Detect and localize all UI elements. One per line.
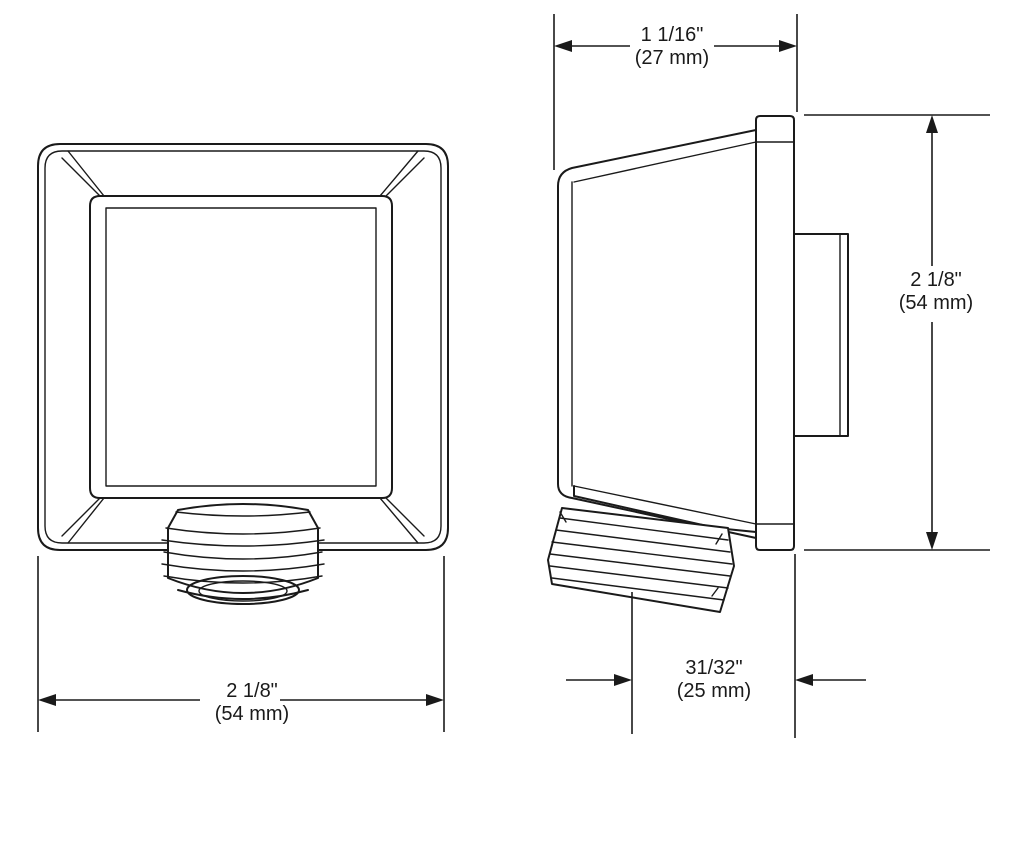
thread-length-metric: (25 mm) (677, 680, 751, 702)
side-height-metric: (54 mm) (899, 292, 973, 314)
front-outer-frame (37, 143, 449, 551)
thread-length-dimension: 31/32" (25 mm) (566, 554, 866, 738)
front-view (37, 143, 449, 605)
side-view (547, 115, 849, 613)
thread-length-imperial: 31/32" (685, 657, 742, 679)
front-outer-rim (44, 150, 442, 544)
side-flange-plate (755, 115, 795, 551)
side-mounting-block (793, 233, 849, 437)
front-width-metric: (54 mm) (215, 703, 289, 725)
side-height-imperial: 2 1/8" (910, 269, 962, 291)
side-threaded-outlet (547, 507, 735, 613)
side-depth-dimension: 1 1/16" (27 mm) (553, 14, 798, 170)
side-height-dimension: 2 1/8" (54 mm) (804, 114, 990, 551)
side-depth-imperial: 1 1/16" (641, 24, 704, 46)
side-depth-metric: (27 mm) (635, 47, 709, 69)
side-tapered-body (557, 129, 757, 539)
front-inner-face (89, 195, 393, 499)
front-width-dimension: 2 1/8" (54 mm) (37, 556, 445, 732)
front-width-imperial: 2 1/8" (226, 680, 278, 702)
front-bevel-lines (61, 150, 425, 544)
side-collar (573, 485, 757, 533)
front-inner-rim (105, 207, 377, 487)
front-threaded-outlet (161, 503, 325, 605)
